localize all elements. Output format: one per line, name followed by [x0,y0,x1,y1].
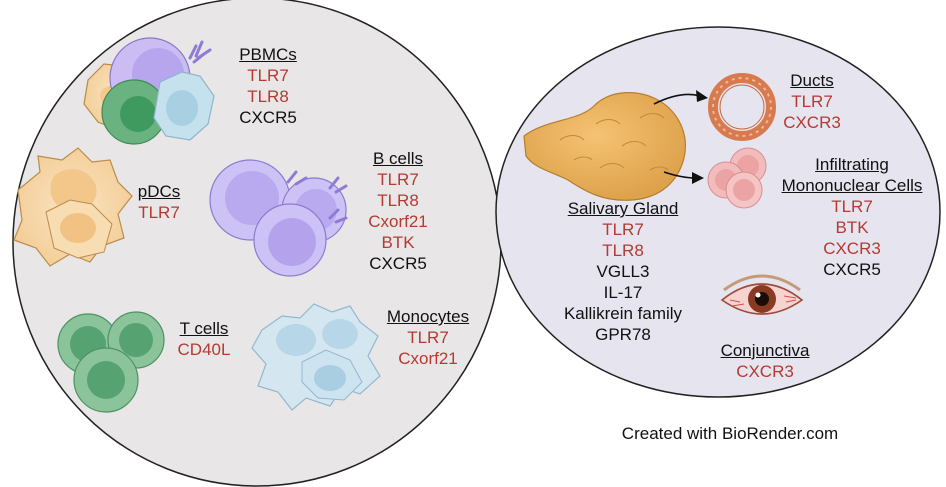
salivary-label-group: Salivary Gland TLR7 TLR8 VGLL3 IL-17 Kal… [548,198,698,345]
bcells-marker-2: TLR8 [377,191,419,210]
infiltrating-marker-1: TLR7 [831,197,873,216]
tcells-label-group: T cells CD40L [168,318,240,360]
infiltrating-title-line1: Infiltrating [815,155,889,174]
tcells-marker-1: CD40L [177,340,231,359]
tcells-cells-illustration [57,311,165,413]
salivary-marker-6: GPR78 [595,325,651,344]
pbmcs-marker-3: CXCR5 [239,108,297,127]
duct-ring-illustration [708,73,776,141]
bcells-marker-5: CXCR5 [369,254,427,273]
ducts-title: Ducts [790,71,834,90]
salivary-marker-1: TLR7 [602,220,644,239]
pdcs-marker-1: TLR7 [138,203,180,222]
salivary-marker-4: IL-17 [603,283,643,302]
arrow-to-ducts [653,90,708,105]
pbmcs-title: PBMCs [239,45,297,64]
bcells-title: B cells [372,149,424,168]
pbmcs-cells-illustration [83,37,215,145]
infiltrating-title-line2: Mononuclear Cells [781,176,923,195]
monocytes-cells-illustration [251,303,381,411]
monocytes-marker-2: Cxorf21 [398,349,458,368]
ducts-marker-2: CXCR3 [783,113,841,132]
infiltrating-marker-4: CXCR5 [823,260,881,279]
salivary-marker-2: TLR8 [602,241,644,260]
tcells-title: T cells [179,319,229,338]
bcells-marker-1: TLR7 [377,170,419,189]
monocytes-marker-1: TLR7 [407,328,449,347]
salivary-marker-3: VGLL3 [596,262,650,281]
bcells-label-group: B cells TLR7 TLR8 Cxorf21 BTK CXCR5 [348,148,448,274]
conjunctiva-marker-1: CXCR3 [736,362,794,381]
conjunctiva-title: Conjunctiva [720,341,810,360]
bcells-marker-3: Cxorf21 [368,212,428,231]
monocytes-label-group: Monocytes TLR7 Cxorf21 [372,306,484,369]
pbmcs-marker-2: TLR8 [247,87,289,106]
infiltrating-cells-illustration [707,147,767,209]
infiltrating-marker-3: CXCR3 [823,239,881,258]
pdcs-label-group: pDCs TLR7 [124,181,194,223]
salivary-title: Salivary Gland [567,199,679,218]
bcells-marker-4: BTK [381,233,415,252]
bcells-cells-illustration [209,159,348,277]
pdcs-cells-illustration [13,147,133,267]
eye-conjunctiva-illustration [720,274,804,315]
pbmcs-label-group: PBMCs TLR7 TLR8 CXCR5 [218,44,318,128]
ducts-label-group: Ducts TLR7 CXCR3 [776,70,848,133]
pbmcs-marker-1: TLR7 [247,66,289,85]
salivary-gland-illustration [523,92,686,201]
pdcs-title: pDCs [137,182,181,201]
infiltrating-label-group: Infiltrating Mononuclear Cells TLR7 BTK … [766,154,938,280]
monocytes-title: Monocytes [386,307,470,326]
salivary-marker-5: Kallikrein family [563,304,683,323]
infiltrating-marker-2: BTK [835,218,869,237]
conjunctiva-label-group: Conjunctiva CXCR3 [706,340,824,382]
ducts-marker-1: TLR7 [791,92,833,111]
biorender-credit: Created with BioRender.com [621,424,839,443]
arrow-to-infiltrating [663,171,704,184]
